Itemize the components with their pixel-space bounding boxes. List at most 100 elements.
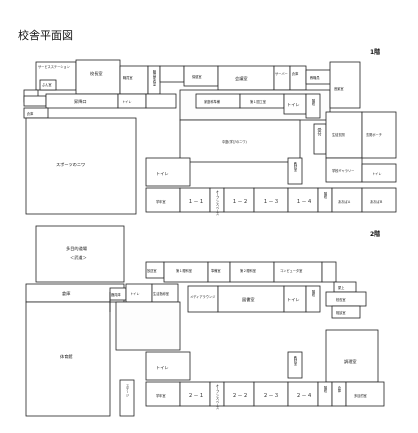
room-gym-store: [25, 283, 125, 303]
room-label: 生活指導室: [153, 291, 169, 296]
room-label: トイレ: [287, 102, 300, 107]
room-storage-a: [289, 65, 307, 91]
room-label: ぶん室: [42, 82, 52, 87]
room-entrance-main: [361, 111, 397, 159]
room-label: 階段: [323, 385, 327, 393]
room-label: トイレ: [130, 292, 140, 296]
room-label: 職員更衣室: [152, 69, 156, 86]
room-media-lounge: [187, 285, 219, 313]
area-courtyard: [179, 119, 301, 163]
room-label: トイレ: [287, 297, 300, 302]
room-teach-prep: [287, 157, 303, 185]
room-label: コンピュータ室: [280, 268, 302, 273]
room-stage: [119, 379, 135, 417]
room-gakunen: [145, 187, 181, 213]
floor-1-label: 1階: [370, 48, 380, 56]
room-label: 器具庫: [111, 292, 121, 297]
room-label: 学年室: [156, 393, 166, 398]
room-label: 放送室: [147, 268, 157, 273]
room-label: 屋上: [338, 285, 345, 290]
room-label: 階段: [323, 191, 327, 199]
room-label: 受付: [318, 127, 323, 137]
room-label: 倉庫: [292, 71, 299, 76]
room-label: トイレ: [372, 172, 382, 176]
floor-2: 2階 多目的道場 ＜武道＞ 放送室 第１理科室 準備室 第２理科室 コンピュータ…: [25, 225, 385, 417]
room-label: １－２: [232, 199, 249, 205]
area-inner: [115, 301, 181, 351]
room-cooking: [325, 329, 379, 383]
room-label: 倉庫: [337, 385, 341, 393]
room-label: １－３: [263, 199, 280, 205]
room-label: 多目的室: [354, 393, 367, 398]
room-c13: [253, 187, 289, 213]
room-label: １－４: [296, 199, 313, 205]
room-label: 調理室: [344, 358, 357, 365]
room-toilet-e: [145, 157, 191, 187]
room-label: １－１: [188, 199, 205, 205]
room-label: 準備室: [211, 268, 221, 273]
room-label: トイレ: [156, 171, 169, 176]
room-label: 倉庫: [27, 111, 34, 116]
area-sports-garden: [25, 117, 137, 215]
room-label: 音楽室: [334, 86, 344, 91]
area-label: 中庭(学びのニワ): [222, 139, 247, 144]
room-label: 相談室: [336, 310, 346, 315]
room-label-sub: ＜武道＞: [70, 254, 87, 261]
room-counsel: [331, 305, 361, 319]
room-budo: [35, 225, 125, 283]
room-label: あおばＡ: [338, 199, 351, 204]
area-label: スポーツのニワ: [56, 161, 85, 167]
page-title: 校舎平面図: [18, 28, 73, 42]
room-label: ２－２: [232, 393, 249, 399]
room-hall: [345, 381, 385, 407]
room-label: 教材室: [293, 355, 297, 366]
room-label: 第１図工室: [250, 99, 266, 104]
room-music: [329, 61, 361, 109]
room-label: 体育館: [60, 353, 73, 360]
room-label: 生徒玄関: [332, 132, 345, 137]
room-stairs-a: [305, 93, 321, 119]
room-label: ２－１: [188, 393, 205, 399]
floor-1: 1階 サービスステーション ぶん室 校長室 職員室 職員更衣室 保健室 会議室 …: [23, 48, 397, 216]
room-label: トイレ: [156, 365, 169, 370]
room-aoba-b: [361, 187, 397, 213]
room-label: 会議室: [235, 75, 248, 82]
room-mtg: [217, 65, 275, 91]
floor-2-label: 2階: [370, 230, 380, 238]
room-label: 教材室: [293, 161, 297, 172]
room-label: 第２理科室: [240, 268, 256, 273]
room-label: 保健室: [192, 74, 202, 79]
room-c24: [287, 381, 319, 407]
room-rest-room: [325, 291, 367, 307]
room-server: [273, 65, 291, 91]
room-gym-tool-b: [23, 95, 47, 107]
room-label: 図書室: [242, 296, 255, 303]
room-c14: [287, 187, 319, 213]
room-toilet-d: [361, 163, 397, 183]
room-label: サービスステーション: [38, 64, 70, 69]
room-office-mini: [39, 79, 57, 91]
room-c11: [179, 187, 211, 213]
room-teach-prep2: [287, 351, 303, 379]
room-storage-b: [145, 93, 177, 109]
room-label: ２－３: [263, 393, 280, 399]
room-label: 学校ギャラリー: [332, 168, 354, 173]
room-label: 倉庫: [62, 290, 70, 297]
room-label: 校長室: [90, 70, 103, 77]
room-label: あおばＢ: [370, 199, 383, 204]
room-copy: [159, 65, 185, 83]
room-stairs-c: [305, 285, 321, 313]
room-label: 階段: [311, 98, 315, 106]
room-label: 階段: [311, 289, 315, 297]
room-label: オープンスペース: [215, 189, 219, 216]
room-gallery: [325, 157, 363, 183]
room-label: ステージ: [125, 383, 129, 397]
room-label: 第１理科室: [176, 268, 192, 273]
room-principal: [75, 59, 121, 95]
room-label: 教職員: [310, 75, 320, 80]
room-label: メディアラウンジ: [190, 294, 215, 299]
room-gym: [25, 301, 111, 417]
room-label: 昇降口: [74, 98, 87, 105]
room-label: 玄関ポーチ: [366, 132, 382, 137]
